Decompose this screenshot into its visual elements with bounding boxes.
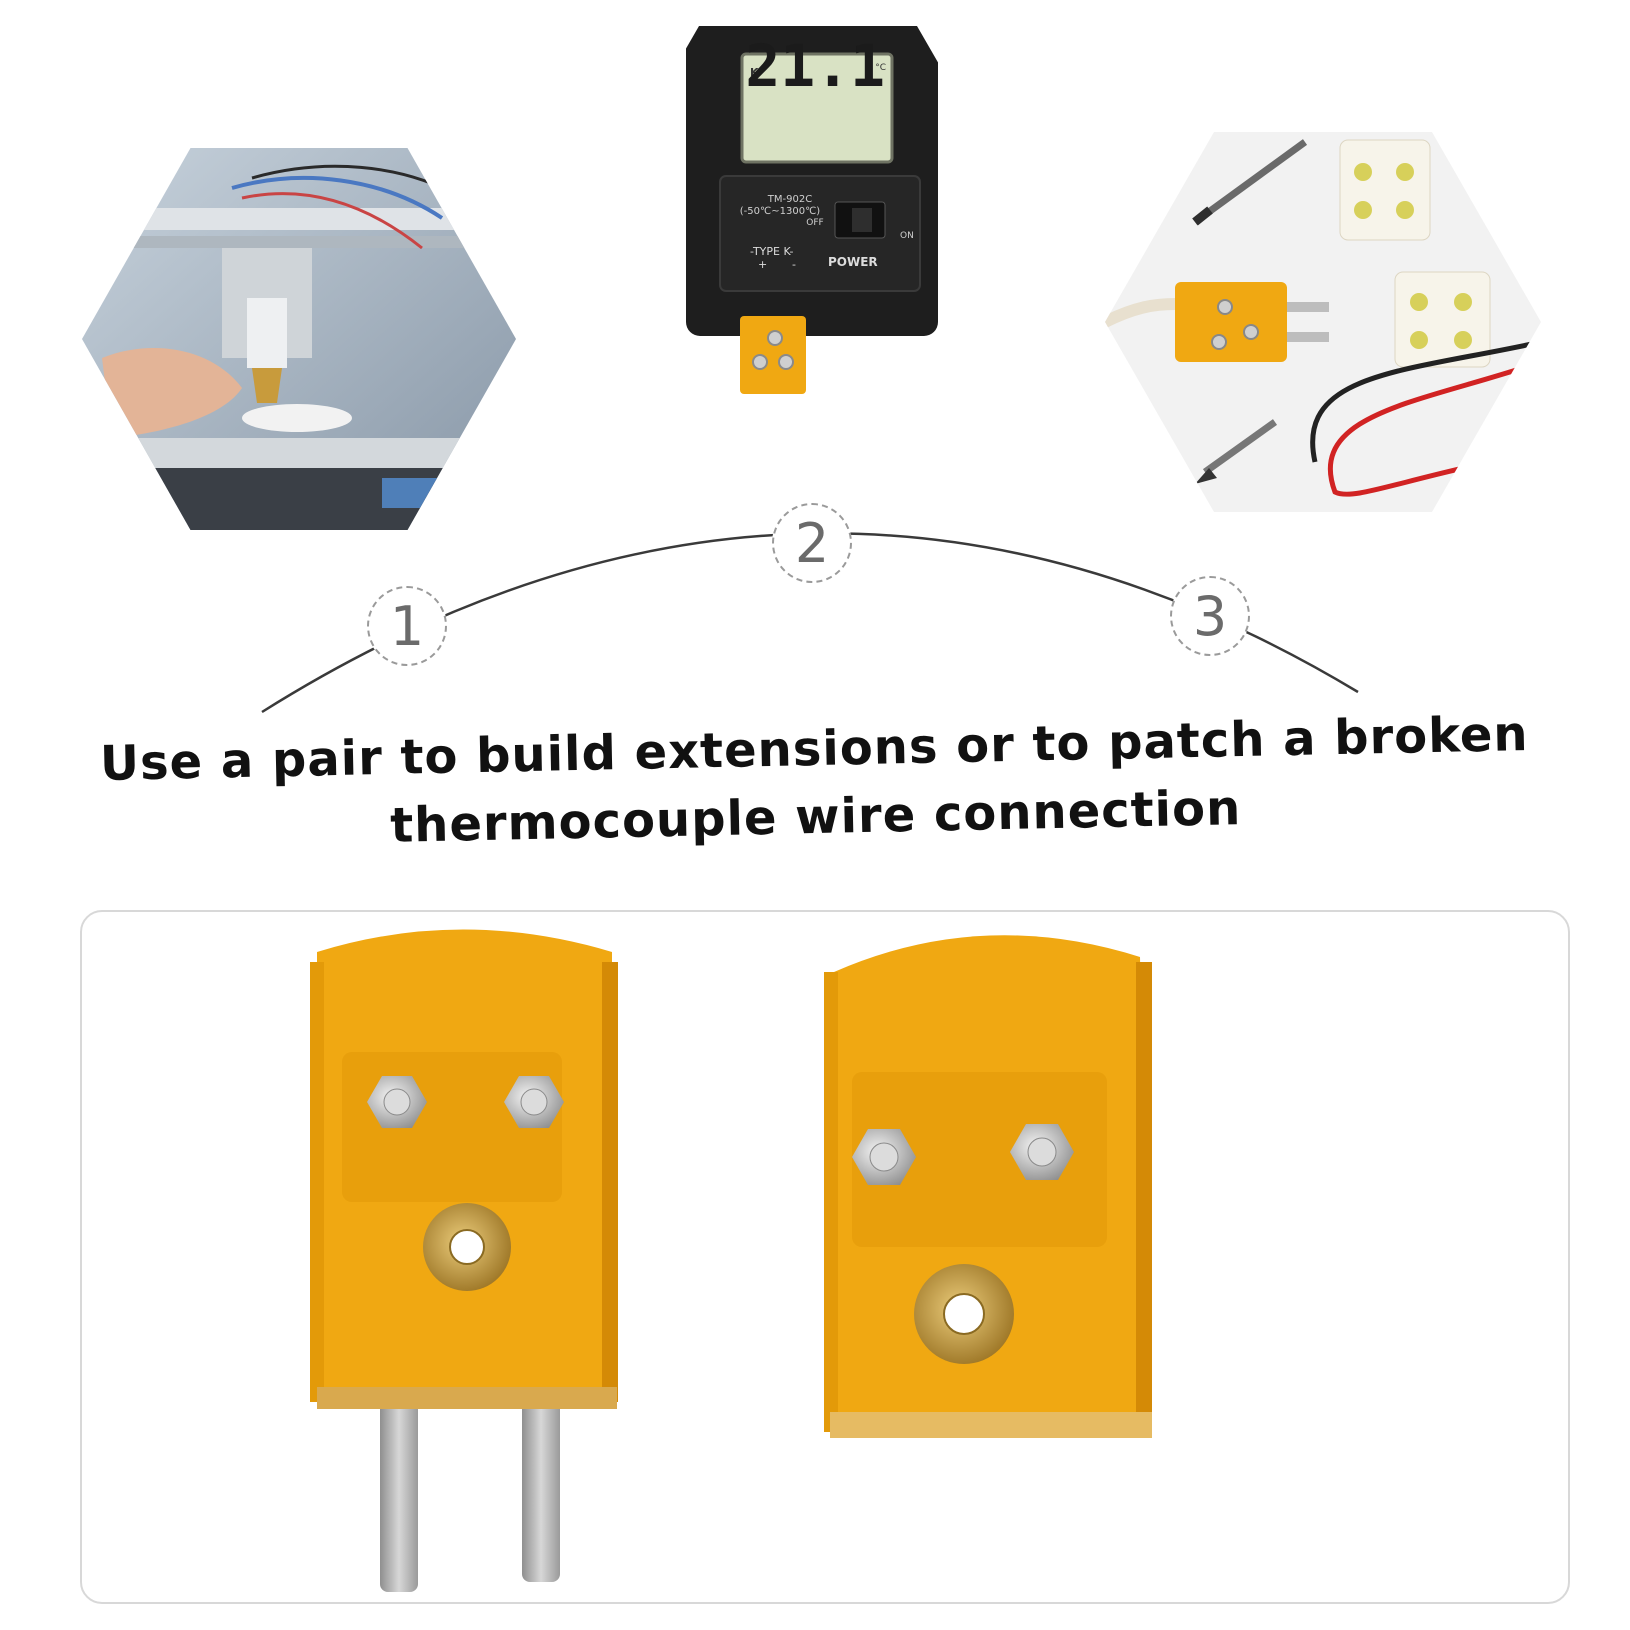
meter-polarity-plus: + <box>758 258 767 271</box>
meter-type-k-label: -TYPE K- <box>750 245 794 258</box>
meter-range: (-50℃~1300℃) <box>740 206 821 217</box>
meter-model: TM-902C <box>767 194 812 205</box>
steps-arc <box>261 532 1359 714</box>
terminal-block-right <box>1394 271 1491 368</box>
step-number-2: 2 <box>772 503 852 583</box>
male-connector-small <box>1175 282 1287 362</box>
step-number-3-label: 3 <box>1192 584 1228 648</box>
meter-on-label: ON <box>900 231 914 241</box>
product-image-frame <box>80 910 1570 1604</box>
male-pin-left <box>380 1392 418 1592</box>
thermometer-illustration: K 21.1 °C TM-902C (-50℃~1300℃) OFF ON -T… <box>590 26 1026 404</box>
headline: Use a pair to build extensions or to pat… <box>59 699 1572 867</box>
meter-reading: 21.1 <box>745 32 885 100</box>
hex-image-thermometer: K 21.1 °C TM-902C (-50℃~1300℃) OFF ON -T… <box>590 26 1026 404</box>
meter-off-label: OFF <box>806 218 823 228</box>
step-number-2-label: 2 <box>794 511 830 575</box>
male-connector <box>310 929 618 1592</box>
meter-power-label: POWER <box>828 255 878 269</box>
meter-unit: °C <box>875 63 886 73</box>
step-number-1-label: 1 <box>389 594 425 658</box>
meter-polarity-minus: - <box>792 258 796 271</box>
terminal-block-top <box>1339 139 1431 241</box>
female-connector <box>824 935 1152 1438</box>
male-pin-right <box>522 1392 560 1582</box>
step-number-1: 1 <box>367 586 447 666</box>
step-number-3: 3 <box>1170 576 1250 656</box>
meter-connector <box>740 316 806 394</box>
connector-pair-illustration <box>310 929 1152 1592</box>
meter-type-label: K <box>750 66 759 79</box>
